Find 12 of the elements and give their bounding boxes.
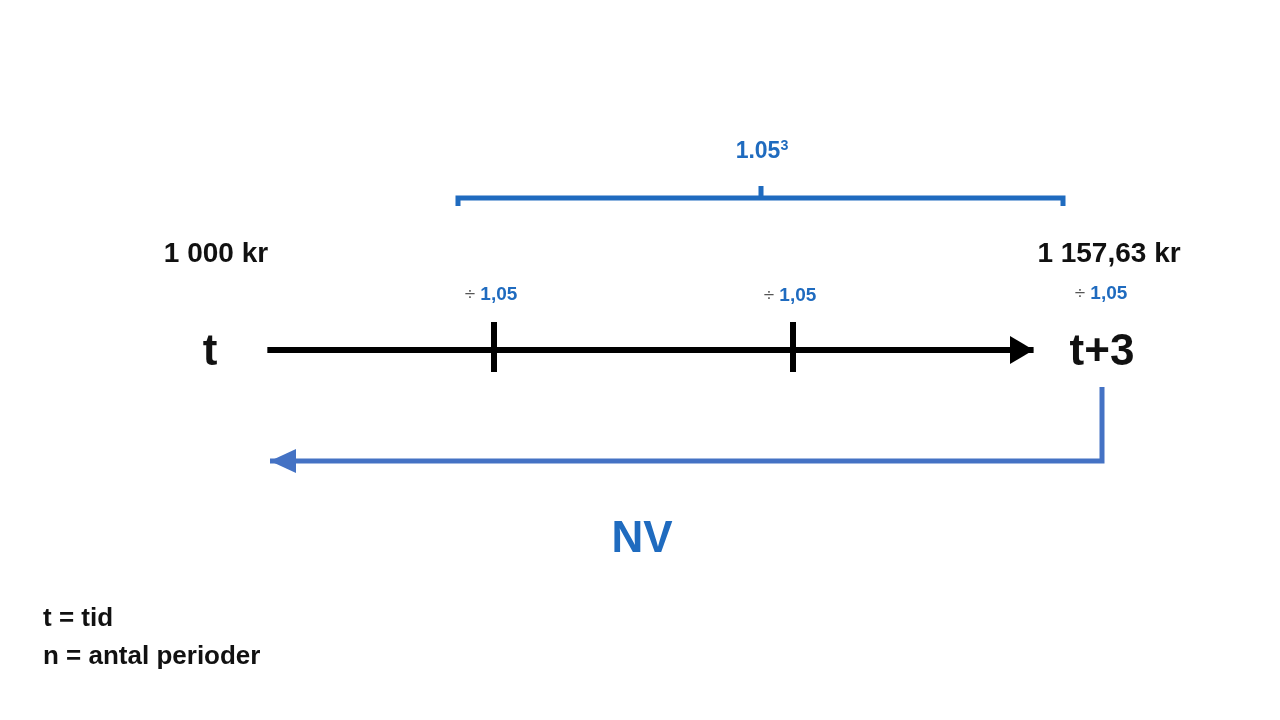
definition-text: t = tid <box>43 604 114 632</box>
discount-arrow <box>270 387 1105 473</box>
time-label: t+3 <box>1069 326 1135 374</box>
definition-text: n = antal perioder <box>43 642 261 670</box>
timeline-arrow <box>267 336 1034 364</box>
amount-label: 1 000 kr <box>163 238 269 268</box>
amount-label: 1 157,63 kr <box>1037 238 1181 268</box>
growth-factor-label: 1.05$^{3}$ <box>735 137 789 163</box>
discount-factor-label: ÷ 1,05 <box>1074 283 1128 303</box>
time-label: t <box>202 326 218 374</box>
discount-factor-label: ÷ 1,05 <box>464 284 518 304</box>
discount-factor-label: ÷ 1,05 <box>763 285 817 305</box>
